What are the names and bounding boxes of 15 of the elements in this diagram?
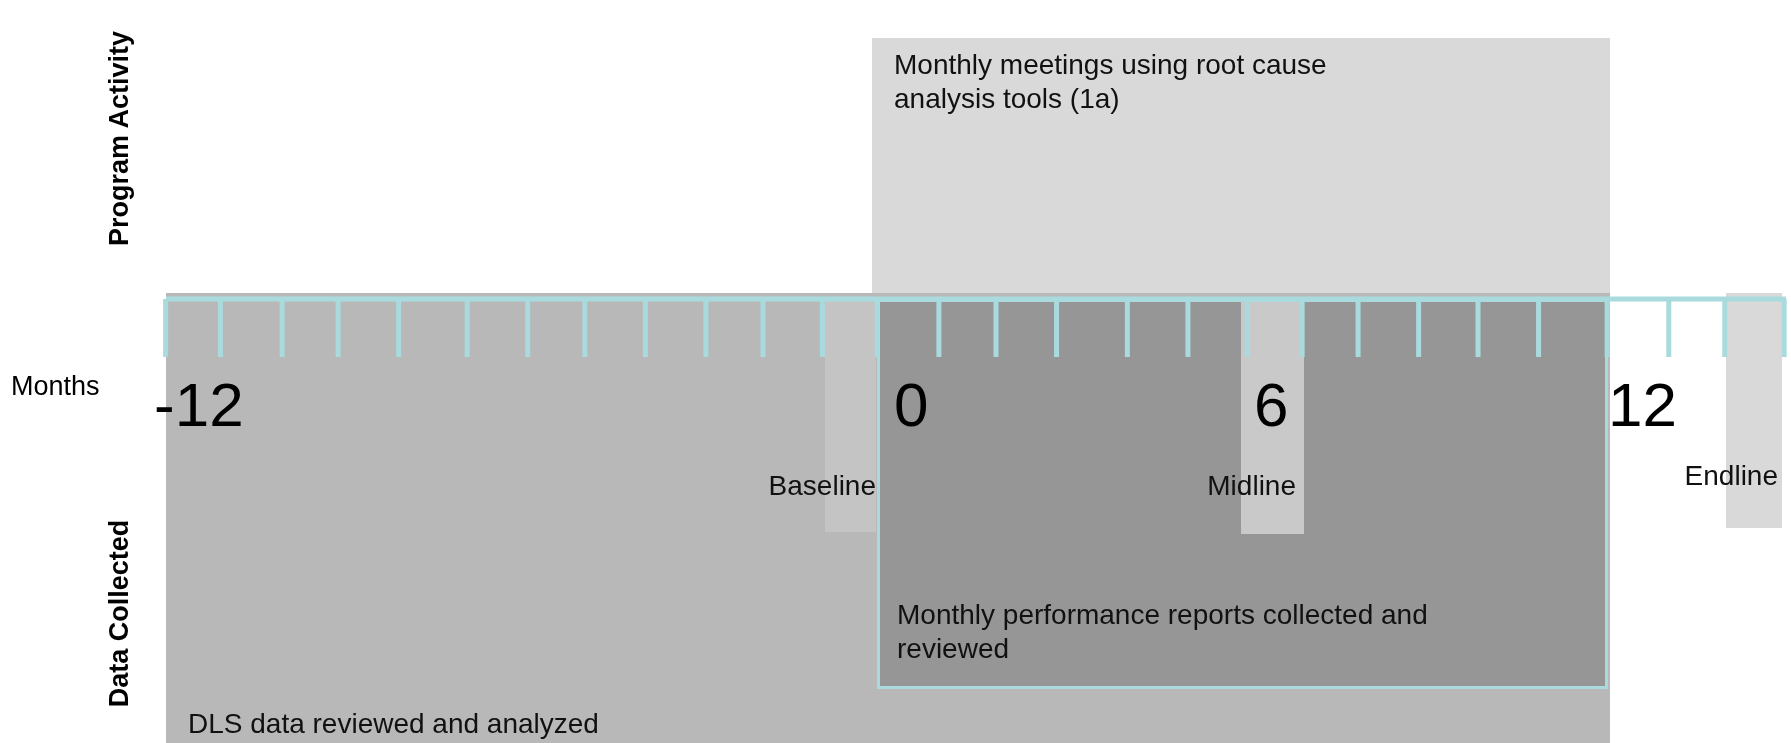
milestone-label: Baseline [768, 469, 876, 503]
month-number: -12 [154, 374, 244, 436]
month-number: 0 [894, 374, 929, 436]
activity-box [872, 38, 1610, 296]
month-number: 6 [1254, 374, 1289, 436]
axis-title: Program Activity [106, 30, 134, 246]
milestone-label: Midline [1207, 469, 1296, 503]
milestone-label: Endline [1684, 459, 1778, 493]
data-box [877, 299, 1608, 689]
axis-title: Months [11, 372, 100, 400]
box-label: DLS data reviewed and analyzed [188, 707, 600, 741]
box-label: Monthly performance reports collected and reviewed [897, 598, 1429, 666]
month-number: 12 [1608, 374, 1677, 436]
axis-title: Data Collected [106, 519, 134, 707]
box-label: Monthly meetings using root cause analysis tools (1a) [894, 48, 1328, 116]
